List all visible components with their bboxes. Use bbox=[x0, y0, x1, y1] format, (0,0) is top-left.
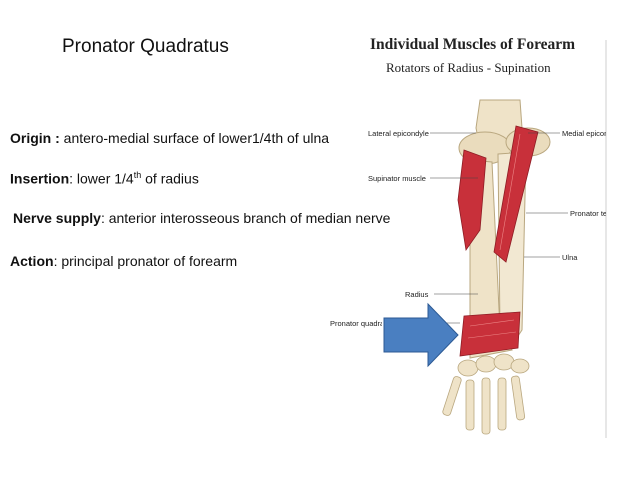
figure-subheading: Rotators of Radius - Supination bbox=[386, 60, 551, 75]
insertion-line: Insertion: lower 1/4th of radius bbox=[10, 170, 199, 187]
slide-title: Pronator Quadratus bbox=[62, 36, 229, 57]
label-ulna: Ulna bbox=[562, 253, 578, 262]
pronator-quadratus-muscle bbox=[459, 311, 521, 357]
label-pronator-teres: Pronator teres muscle bbox=[570, 209, 606, 218]
insertion-text-pre: : lower 1/4 bbox=[69, 170, 134, 187]
label-radius: Radius bbox=[405, 290, 429, 299]
nerve-supply-text: : anterior interosseous branch of median… bbox=[100, 210, 391, 226]
origin-text: antero-medial surface of lower1/4th of u… bbox=[63, 130, 330, 146]
figure-heading: Individual Muscles of Forearm bbox=[370, 36, 576, 53]
origin-line: Origin : antero-medial surface of lower1… bbox=[10, 130, 329, 146]
insertion-text-post: of radius bbox=[141, 170, 199, 187]
label-medial-epicondyle: Medial epicondyle bbox=[562, 129, 606, 138]
label-lateral-epicondyle: Lateral epicondyle bbox=[368, 129, 429, 138]
origin-label: Origin : bbox=[10, 130, 60, 146]
label-supinator: Supinator muscle bbox=[368, 174, 426, 183]
action-label: Action bbox=[10, 253, 54, 269]
insertion-label: Insertion bbox=[10, 170, 70, 187]
supinator-muscle bbox=[457, 149, 487, 252]
action-line: Action: principal pronator of forearm bbox=[10, 253, 237, 269]
nerve-supply-label: Nerve supply bbox=[13, 210, 101, 226]
action-text: : principal pronator of forearm bbox=[53, 253, 238, 269]
pronator-teres-muscle bbox=[493, 125, 539, 263]
pointer-arrow bbox=[383, 302, 459, 368]
forearm-illustration bbox=[383, 40, 607, 438]
insertion-sup: th bbox=[133, 170, 142, 180]
label-pronator-quadratus: Pronator quadratus bbox=[330, 319, 382, 328]
hand-bones bbox=[442, 353, 530, 435]
nerve-supply-line: Nerve supply: anterior interosseous bran… bbox=[13, 210, 390, 226]
